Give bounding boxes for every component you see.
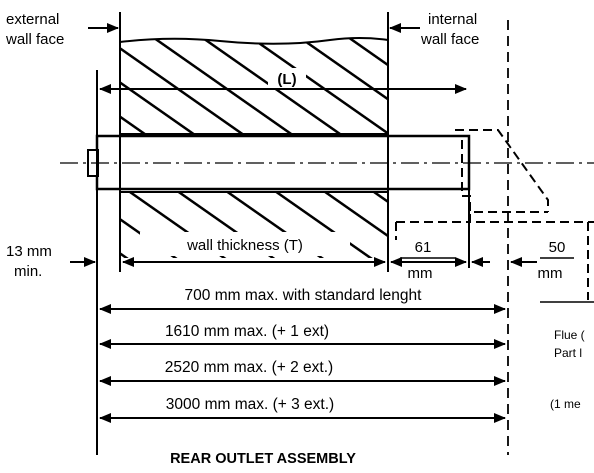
dim-50-unit: mm [538,265,563,282]
external-wall-face-label-2: wall face [5,31,64,48]
one-ext-label: 1610 mm max. (+ 1 ext) [165,323,329,340]
wall-upper-hatch [119,37,389,135]
dimension-arrows [70,23,537,423]
two-ext-label: 2520 mm max. (+ 2 ext.) [165,359,333,376]
wall-thickness-label-mask [140,232,350,256]
internal-wall-face-label-1: internal [428,11,477,28]
boiler-outline [455,129,594,300]
length-L-label-mask [268,68,306,88]
internal-wall-face-label-2: wall face [420,31,479,48]
min-gap-label-1: 13 mm [6,243,52,260]
side-note-line-1: Flue ( [554,328,585,342]
dim-61-value: 61 [415,239,432,256]
external-wall-face-label-1: external [6,11,59,28]
standard-length-label: 700 mm max. with standard lenght [185,287,423,304]
dim-61-unit: mm [408,265,433,282]
three-ext-label: 3000 mm max. (+ 3 ext.) [166,396,334,413]
wall-thickness-label: wall thickness (T) [186,237,303,254]
length-L-label: (L) [277,71,296,88]
side-note-line-3: (1 me [550,397,581,411]
dim-50-value: 50 [549,239,566,256]
min-gap-label-2: min. [14,263,42,280]
boiler-casing-outline [469,214,594,223]
side-note-line-2: Part l [554,346,582,360]
elbow-lower-outline [461,140,548,213]
assembly-title: REAR OUTLET ASSEMBLY [170,451,356,467]
elbow-outline [455,129,549,212]
